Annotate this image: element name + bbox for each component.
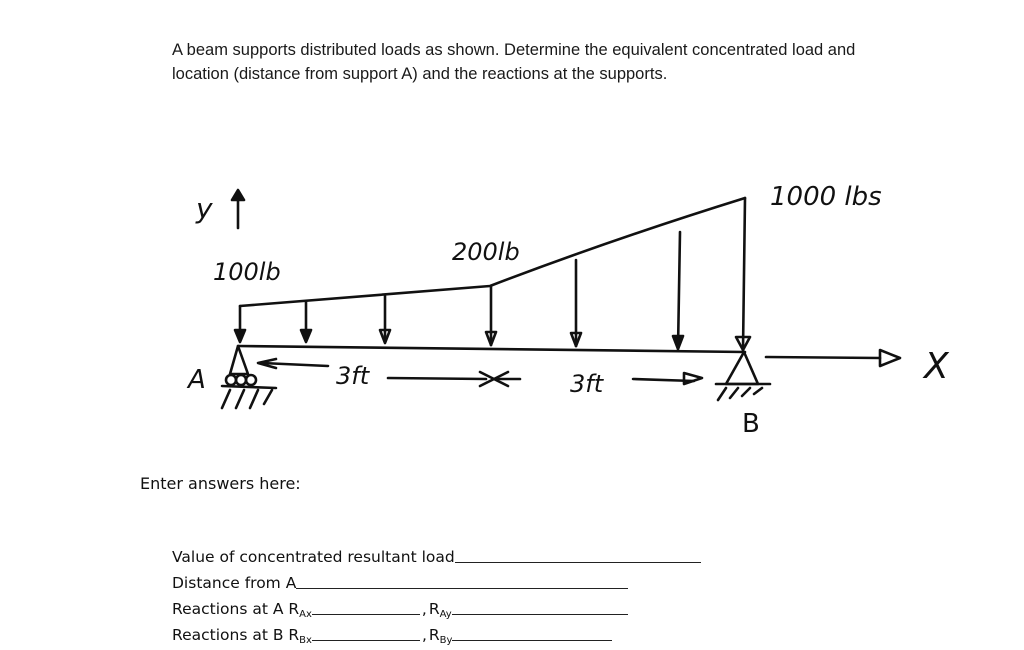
support-b-label: B [742,409,760,439]
distance-row: Distance from A [172,566,701,592]
rbx-subscript: Bx [299,635,312,646]
load-mid-label: 200lb [452,238,520,266]
ray-input[interactable] [451,596,628,615]
resultant-input[interactable] [454,544,701,563]
load-left-label: 100lb [213,258,281,286]
rby-label: R [428,626,440,644]
rby-subscript: By [439,635,453,646]
ray-subscript: Ay [439,609,452,620]
ray-label: R [428,600,440,618]
load-profile [238,196,747,308]
support-a-label: A [186,365,206,395]
comma: , [421,600,427,618]
x-axis-arrow-icon [764,348,902,368]
answers-heading: Enter answers here: [140,474,301,493]
y-axis-label: y [195,192,213,225]
resultant-row: Value of concentrated resultant load [172,540,701,566]
span-1-label: 3ft [336,362,371,390]
rbx-input[interactable] [311,622,420,641]
comma: , [421,626,427,644]
reactions-a-label: Reactions at A R [172,600,300,618]
load-arrows [233,196,752,352]
y-axis-arrow-icon [230,188,246,230]
rby-input[interactable] [452,622,613,641]
dimension-arrows [256,357,704,388]
answer-form: Value of concentrated resultant load Dis… [172,540,701,646]
distance-input[interactable] [296,570,629,589]
x-axis-label: X [922,346,950,387]
beam [236,344,747,354]
reactions-b-label: Reactions at B R [172,626,300,644]
support-b-icon [714,350,772,402]
rax-input[interactable] [311,596,420,615]
distance-label: Distance from A [172,574,297,592]
beam-diagram: y 100lb 200lb 1000 lbs A B 3ft 3ft X [186,182,950,439]
rax-subscript: Ax [299,609,312,620]
span-2-label: 3ft [570,370,605,398]
resultant-label: Value of concentrated resultant load [172,548,455,566]
problem-statement: A beam supports distributed loads as sho… [172,41,856,83]
load-right-label: 1000 lbs [770,182,882,212]
support-a-icon [220,344,278,410]
